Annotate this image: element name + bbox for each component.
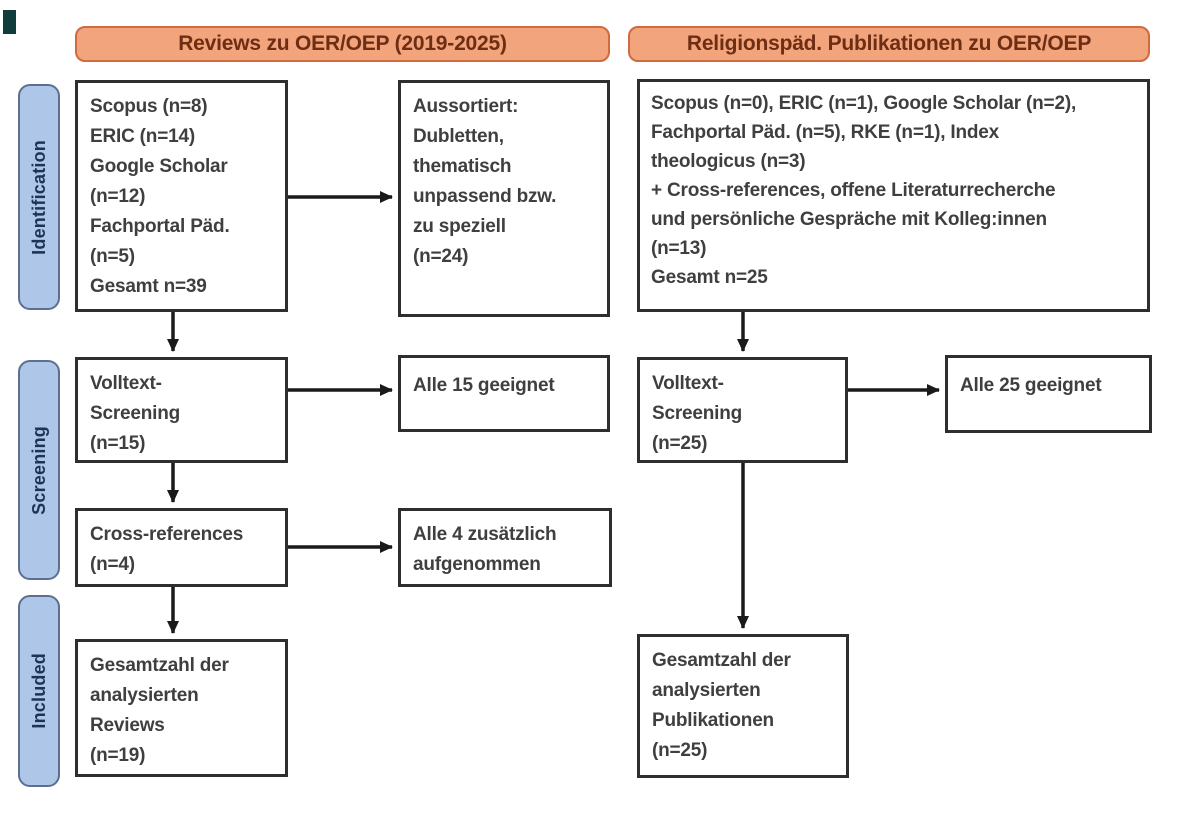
box-left-total: Gesamtzahl der analysierten Reviews (n=1… <box>75 639 288 777</box>
box-right-fulltext-result: Alle 25 geeignet <box>945 355 1152 433</box>
box-right-fulltext-screening: Volltext- Screening (n=25) <box>637 357 848 463</box>
stage-screening-label: Screening <box>28 425 49 515</box>
column-header-religionspaed-label: Religionspäd. Publikationen zu OER/OEP <box>686 32 1092 55</box>
box-left-crossreferences: Cross-references (n=4) <box>75 508 288 587</box>
stage-included-label: Included <box>28 653 49 729</box>
box-left-fulltext-result: Alle 15 geeignet <box>398 355 610 432</box>
stage-screening: Screening <box>18 360 60 580</box>
column-header-reviews-label: Reviews zu OER/OEP (2019-2025) <box>178 32 507 55</box>
stage-identification-label: Identification <box>28 139 49 255</box>
box-right-sources: Scopus (n=0), ERIC (n=1), Google Scholar… <box>637 79 1150 312</box>
stage-identification: Identification <box>18 84 60 310</box>
box-left-fulltext-screening: Volltext- Screening (n=15) <box>75 357 288 463</box>
box-left-excluded: Aussortiert: Dubletten, thematisch unpas… <box>398 80 610 317</box>
box-left-sources: Scopus (n=8) ERIC (n=14) Google Scholar … <box>75 80 288 312</box>
column-header-religionspaed: Religionspäd. Publikationen zu OER/OEP <box>628 26 1150 62</box>
column-header-reviews: Reviews zu OER/OEP (2019-2025) <box>75 26 610 62</box>
box-left-crossref-result: Alle 4 zusätzlich aufgenommen <box>398 508 612 587</box>
box-right-total: Gesamtzahl der analysierten Publikatione… <box>637 634 849 778</box>
corner-mark <box>3 10 16 34</box>
stage-included: Included <box>18 595 60 787</box>
